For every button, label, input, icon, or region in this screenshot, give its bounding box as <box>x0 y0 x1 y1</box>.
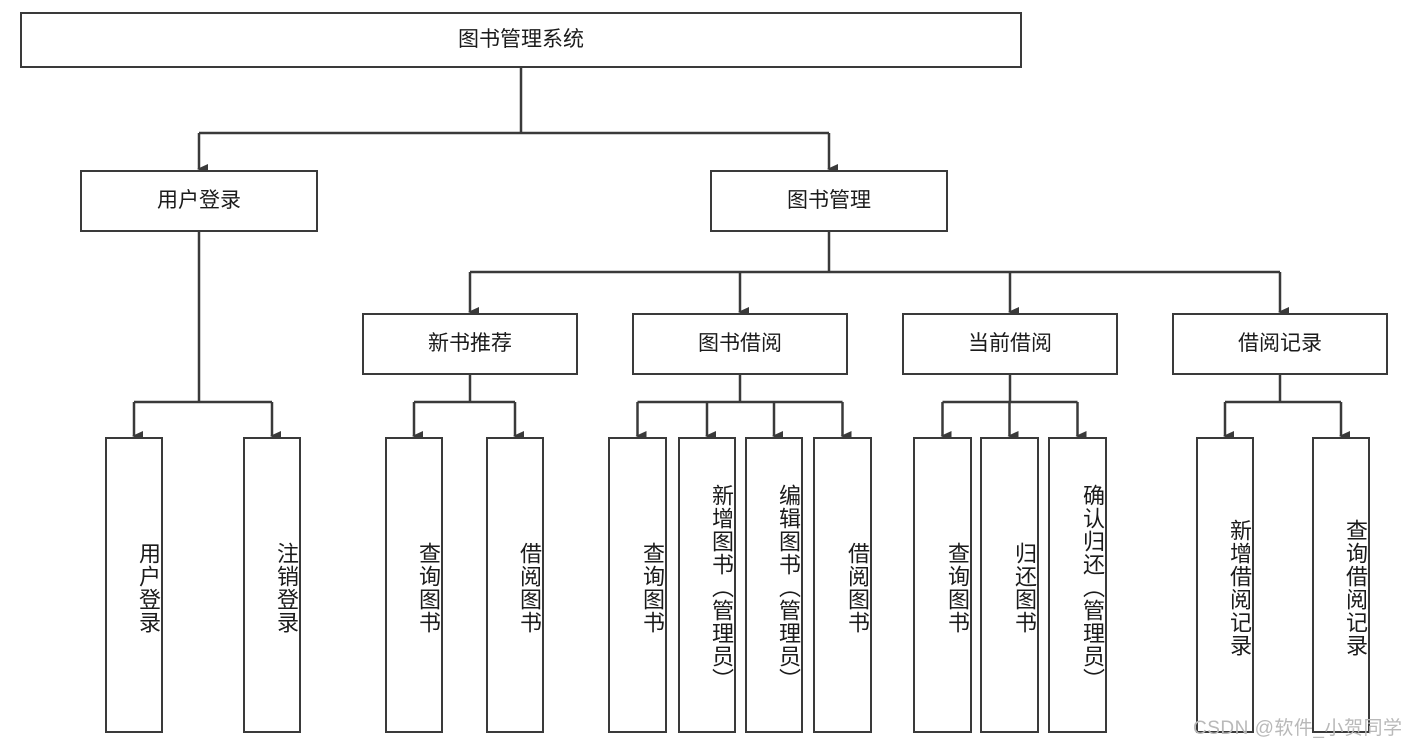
node-leaf-user-logout[interactable]: 注销登录 <box>243 437 301 733</box>
node-leaf-user-login[interactable]: 用户登录 <box>105 437 163 733</box>
node-user-login[interactable]: 用户登录 <box>80 170 318 232</box>
node-label: 查询借阅记录 <box>1343 519 1368 657</box>
node-label: 新增借阅记录 <box>1227 519 1252 657</box>
node-leaf-add-book[interactable]: 新增图书（管理员） <box>678 437 736 733</box>
node-label: 查询图书 <box>416 542 441 634</box>
node-label: 确认归还（管理员） <box>1080 483 1105 691</box>
node-leaf-query-book-borrow[interactable]: 查询图书 <box>608 437 667 733</box>
node-leaf-query-book-rec[interactable]: 查询图书 <box>385 437 443 733</box>
node-label: 编辑图书（管理员） <box>776 483 801 691</box>
node-label: 当前借阅 <box>968 331 1052 355</box>
node-label: 查询图书 <box>945 542 970 634</box>
node-label: 新书推荐 <box>428 331 512 355</box>
node-leaf-borrow-book-rec[interactable]: 借阅图书 <box>486 437 544 733</box>
node-label: 用户登录 <box>136 542 161 634</box>
node-leaf-return-book[interactable]: 归还图书 <box>980 437 1039 733</box>
watermark: CSDN @软件_小贺同学 <box>1193 718 1403 739</box>
node-leaf-add-record[interactable]: 新增借阅记录 <box>1196 437 1254 733</box>
node-label: 图书管理系统 <box>458 27 584 51</box>
node-leaf-query-record[interactable]: 查询借阅记录 <box>1312 437 1370 733</box>
node-borrow-record[interactable]: 借阅记录 <box>1172 313 1388 375</box>
node-label: 图书管理 <box>787 188 871 212</box>
node-label: 借阅图书 <box>845 542 870 634</box>
node-root[interactable]: 图书管理系统 <box>20 12 1022 68</box>
node-label: 归还图书 <box>1012 542 1037 634</box>
node-leaf-edit-book[interactable]: 编辑图书（管理员） <box>745 437 803 733</box>
node-label: 查询图书 <box>640 542 665 634</box>
node-label: 用户登录 <box>157 188 241 212</box>
node-leaf-confirm-return[interactable]: 确认归还（管理员） <box>1048 437 1107 733</box>
node-book-manage[interactable]: 图书管理 <box>710 170 948 232</box>
node-leaf-query-book-cur[interactable]: 查询图书 <box>913 437 972 733</box>
node-label: 注销登录 <box>274 542 299 634</box>
node-label: 新增图书（管理员） <box>709 483 734 691</box>
node-label: 借阅记录 <box>1238 331 1322 355</box>
node-book-borrow[interactable]: 图书借阅 <box>632 313 848 375</box>
node-label: 图书借阅 <box>698 331 782 355</box>
node-current-borrow[interactable]: 当前借阅 <box>902 313 1118 375</box>
node-label: 借阅图书 <box>517 542 542 634</box>
node-leaf-borrow-book[interactable]: 借阅图书 <box>813 437 872 733</box>
node-new-book-recommend[interactable]: 新书推荐 <box>362 313 578 375</box>
